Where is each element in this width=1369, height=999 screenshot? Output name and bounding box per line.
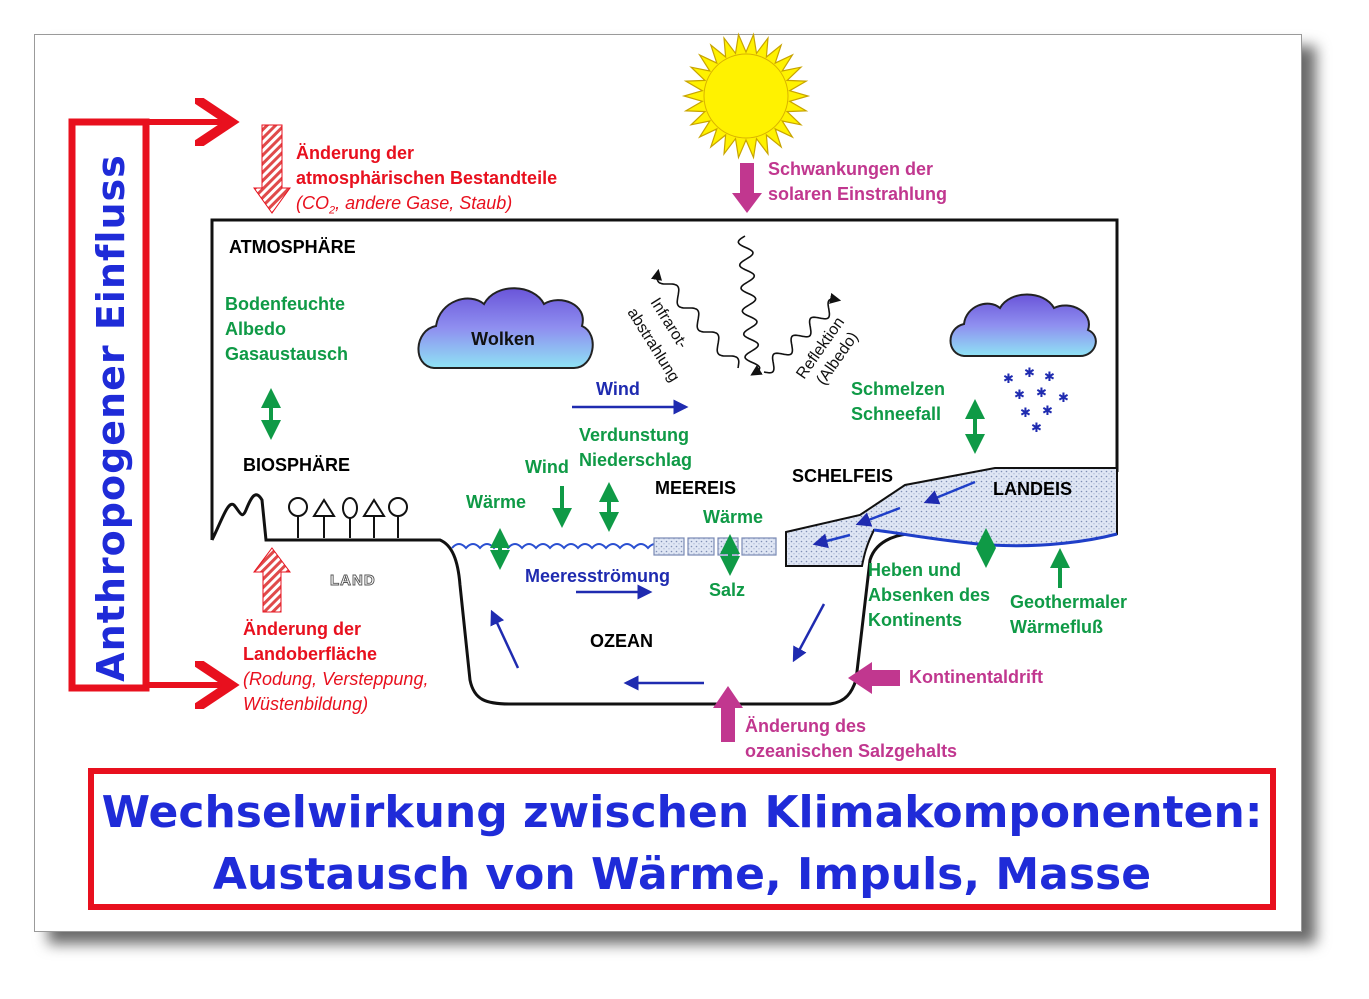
land-change-line3: (Rodung, Versteppung, [243, 669, 429, 689]
title-line1: Wechselwirkung zwischen Klimakomponenten… [101, 787, 1263, 838]
cloud-left-icon [417, 287, 594, 369]
title-box: Wechselwirkung zwischen Klimakomponenten… [88, 768, 1276, 910]
biosphere-term-3: Gasaustausch [225, 344, 349, 364]
drift-label: Kontinentaldrift [909, 667, 1043, 687]
ocean-label: OZEAN [590, 631, 653, 651]
svg-text:✱: ✱ [1058, 391, 1069, 406]
geothermal-line2: Wärmefluß [1010, 617, 1104, 637]
co2-subscript: 2 [329, 204, 336, 217]
co2-suffix: , andere Gase, Staub) [335, 193, 513, 213]
sun-icon [681, 32, 811, 160]
trees-icon [288, 497, 408, 538]
hatched-arrow-atmosphere [253, 124, 291, 214]
atmosphere-label: ATMOSPHÄRE [229, 237, 356, 257]
salinity-line2: ozeanischen Salzgehalts [745, 741, 958, 761]
salinity-arrow [713, 686, 743, 742]
svg-text:✱: ✱ [1003, 372, 1014, 387]
clouds-label: Wolken [471, 329, 535, 349]
solar-line2: solaren Einstrahlung [768, 184, 948, 204]
atmosphere-change-line1: Änderung der [296, 143, 415, 163]
earth-profile [210, 218, 1119, 706]
atmosphere-change-line3: (CO2, andere Gase, Staub) [296, 191, 512, 224]
sea-ice-label: MEEREIS [655, 478, 737, 498]
biosphere-term-1: Bodenfeuchte [225, 294, 346, 314]
shelf-ice-label: SCHELFEIS [792, 466, 894, 486]
evaporation-line2: Niederschlag [579, 450, 693, 470]
land-change-line1: Änderung der [243, 619, 362, 639]
svg-text:✱: ✱ [1042, 404, 1053, 419]
biosphere-label: BIOSPHÄRE [243, 455, 351, 475]
solar-arrow [732, 163, 762, 213]
title-line2: Austausch von Wärme, Impuls, Masse [212, 849, 1152, 900]
radiation-paths [651, 235, 842, 376]
anthropogenic-frame [68, 122, 225, 688]
uplift-line1: Heben und [868, 560, 961, 580]
land-label: LAND [330, 572, 376, 589]
svg-text:✱: ✱ [1036, 386, 1047, 401]
salinity-line1: Änderung des [745, 716, 867, 736]
melt-line2: Schneefall [851, 404, 942, 424]
hatched-arrow-land [253, 547, 291, 613]
svg-text:✱: ✱ [1031, 421, 1042, 436]
anthropogenic-label: Anthropogener Einfluss [89, 154, 133, 682]
solar-line1: Schwankungen der [768, 159, 934, 179]
heat-right-label: Wärme [703, 507, 764, 527]
heat-left-label: Wärme [466, 492, 527, 512]
uplift-line2: Absenken des [868, 585, 991, 605]
cloud-right-icon [949, 293, 1097, 357]
geothermal-line1: Geothermaler [1010, 592, 1128, 612]
co2-prefix: (CO [296, 193, 329, 213]
blue-arrows [490, 399, 826, 691]
drift-arrow [848, 662, 900, 694]
melt-line1: Schmelzen [851, 379, 946, 399]
biosphere-term-2: Albedo [225, 319, 286, 339]
uplift-line3: Kontinents [868, 610, 962, 630]
ice-sheet [785, 467, 1118, 567]
salt-label: Salz [709, 580, 746, 600]
atmosphere-change-line2: atmosphärischen Bestandteile [296, 168, 558, 188]
land-change-line4: Wüstenbildung) [243, 694, 369, 714]
evaporation-line1: Verdunstung [579, 425, 690, 445]
wind-lower-label: Wind [525, 457, 569, 477]
ocean-current-label: Meeresströmung [525, 566, 671, 586]
snowfall-icon: ✱✱✱ ✱✱✱ ✱✱✱ [1003, 366, 1069, 436]
wind-upper-label: Wind [596, 379, 640, 399]
land-ice-label: LANDEIS [993, 479, 1073, 499]
green-arrows [261, 388, 1070, 588]
land-change-line2: Landoberfläche [243, 644, 378, 664]
svg-text:✱: ✱ [1020, 406, 1031, 421]
svg-text:✱: ✱ [1024, 366, 1035, 381]
svg-text:✱: ✱ [1044, 370, 1055, 385]
svg-text:✱: ✱ [1014, 388, 1025, 403]
